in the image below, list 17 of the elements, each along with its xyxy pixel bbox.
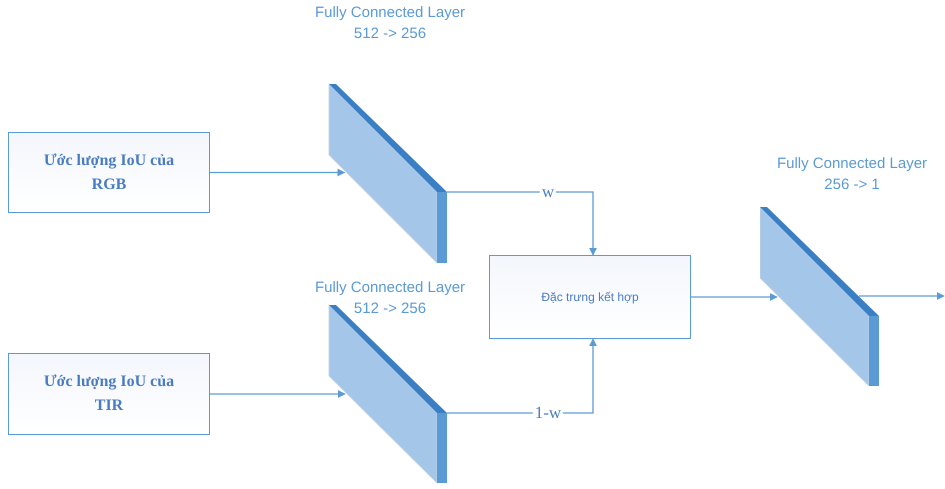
layer-title: 512 -> 256 <box>354 299 426 319</box>
input-box <box>8 132 210 213</box>
arrow <box>210 168 346 176</box>
process-box <box>489 255 691 339</box>
arrow <box>210 390 346 398</box>
layer-title: Fully Connected Layer <box>314 3 466 23</box>
arrow <box>859 292 945 300</box>
box-label: Ước lượng IoU của RGB <box>42 150 176 194</box>
layer-title: 256 -> 1 <box>824 175 880 195</box>
box-label: Đặc trưng kết hợp <box>540 289 640 306</box>
arrow <box>447 191 597 256</box>
box-label: Ước lượng IoU của TIR <box>42 372 176 416</box>
arrow <box>691 293 778 301</box>
layer-title: Fully Connected Layer <box>776 154 928 174</box>
layer-title: 512 -> 256 <box>354 24 426 44</box>
layer-title: Fully Connected Layer <box>314 278 466 298</box>
input-box <box>8 353 210 435</box>
